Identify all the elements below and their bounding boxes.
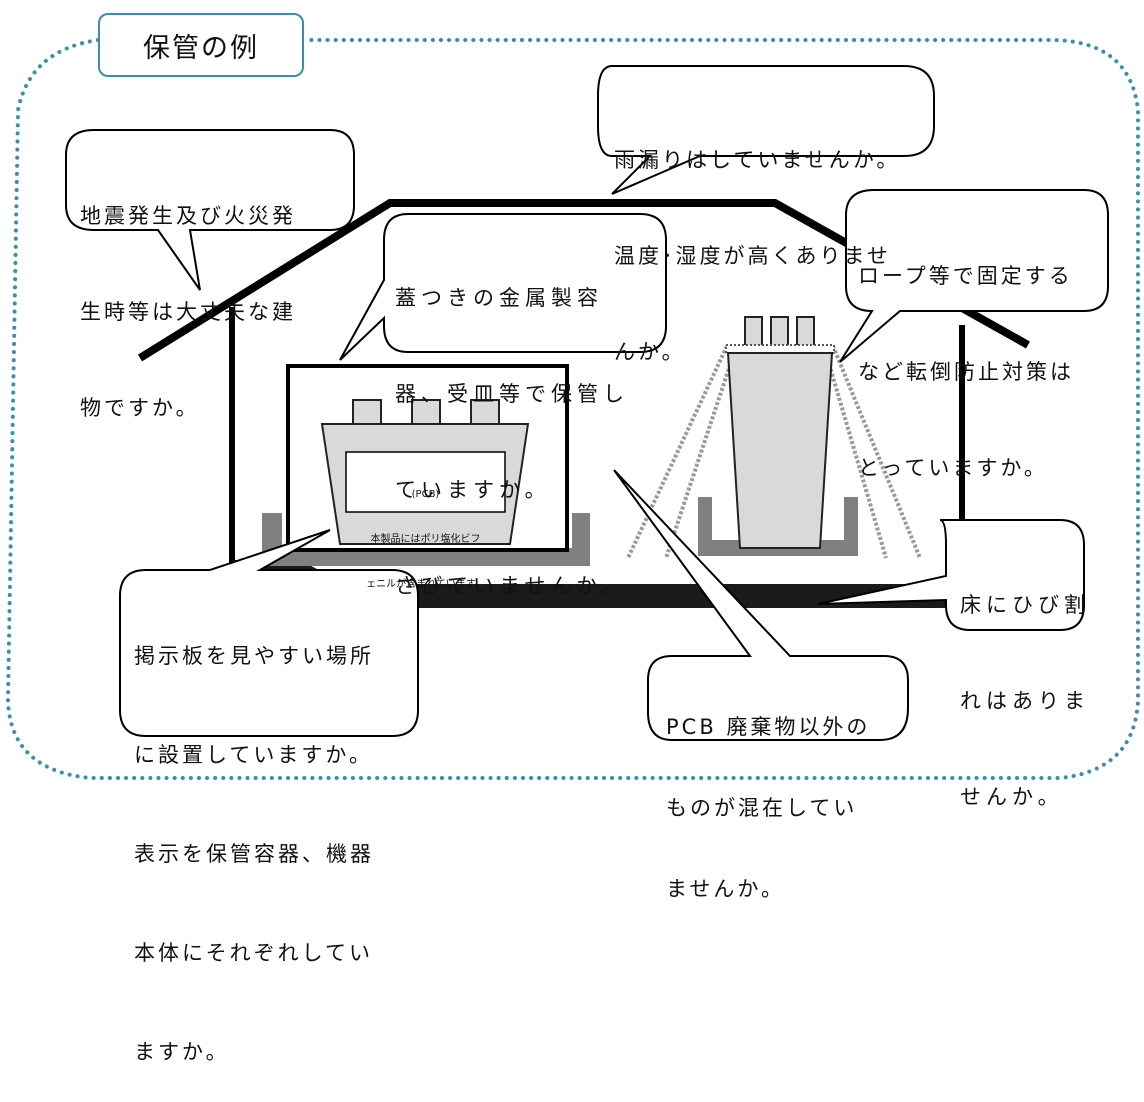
callout-line: さびていませんか。	[395, 574, 628, 598]
device-label-plate	[345, 451, 506, 513]
callout-mixed-text: PCB 廃棄物以外の ものが混在してい ませんか。	[666, 660, 870, 930]
callout-line: に設置していますか。	[134, 743, 373, 767]
callout-line: ていますか。	[395, 478, 551, 502]
callout-container-bubble	[339, 213, 667, 361]
callout-line: 器、受皿等で保管し	[395, 382, 629, 406]
callout-line: とっていますか。	[858, 456, 1048, 480]
callout-line: れはありま	[960, 689, 1090, 713]
device-label-line: (PCB)	[411, 489, 440, 500]
callout-line: 床にひび割	[960, 593, 1090, 617]
device-label-text: (PCB) 本製品にはポリ塩化ビフ ェニルが含まれています。	[346, 457, 505, 607]
callout-floor-bubble	[817, 519, 1085, 631]
callout-line: 蓋つきの金属製容	[395, 286, 603, 310]
left-tray	[262, 513, 590, 566]
rope-right-outer	[831, 345, 922, 559]
callout-line: 地震発生及び火災発	[80, 204, 296, 228]
rope-right-inner	[823, 349, 888, 559]
callout-rain-text: 雨漏りはしていませんか。 温度･湿度が高くありませ んか。	[614, 80, 900, 400]
callout-line: んか。	[614, 340, 686, 364]
callout-earthquake-bubble	[65, 129, 355, 291]
callout-line: せんか。	[960, 785, 1064, 809]
callout-rope-text: ロープ等で固定する など転倒防止対策は とっていますか。	[858, 196, 1074, 516]
callout-earthquake-text: 地震発生及び火災発 生時等は大丈夫な建 物ですか。	[80, 136, 296, 456]
rope-left-outer	[626, 345, 729, 559]
callout-line: ものが混在してい	[666, 796, 858, 820]
device-label-line: ェニルが含まれています。	[366, 579, 485, 590]
callout-line: 物ですか。	[80, 396, 200, 420]
callout-mixed-bubble	[613, 469, 909, 741]
callout-line: など転倒防止対策は	[858, 360, 1074, 384]
left-terminal-1	[352, 399, 382, 427]
rope-left-inner	[664, 349, 737, 559]
right-device-body	[726, 352, 834, 549]
callout-line: ますか。	[134, 1040, 230, 1064]
storage-example-diagram	[5, 38, 1140, 780]
callout-sign-bubble	[119, 529, 419, 737]
callout-line: 掲示板を見やすい場所	[134, 644, 374, 668]
device-label-line: 本製品にはポリ塩化ビフ	[370, 534, 481, 545]
callout-sign-text: 掲示板を見やすい場所 に設置していますか。 表示を保管容器、機器 本体にそれぞれ…	[134, 574, 374, 1102]
callout-line: 生時等は大丈夫な建	[80, 300, 296, 324]
callout-line: ませんか。	[666, 877, 785, 901]
callout-line: 表示を保管容器、機器	[134, 842, 374, 866]
callout-line: 温度･湿度が高くありませ	[614, 244, 891, 268]
title-box: 保管の例	[98, 13, 304, 77]
callout-container-text: 蓋つきの金属製容 器、受皿等で保管し ていますか。 さびていませんか。	[395, 218, 629, 634]
callout-rain-bubble	[597, 65, 935, 195]
callout-rope-bubble	[839, 189, 1109, 363]
callout-line: 雨漏りはしていませんか。	[614, 148, 901, 172]
callout-line: PCB 廃棄物以外の	[666, 715, 871, 739]
callout-line: 本体にそれぞれしてい	[134, 941, 373, 965]
callout-line: ロープ等で固定する	[858, 264, 1073, 288]
callout-floor-text: 床にひび割 れはありま せんか。	[960, 525, 1090, 845]
